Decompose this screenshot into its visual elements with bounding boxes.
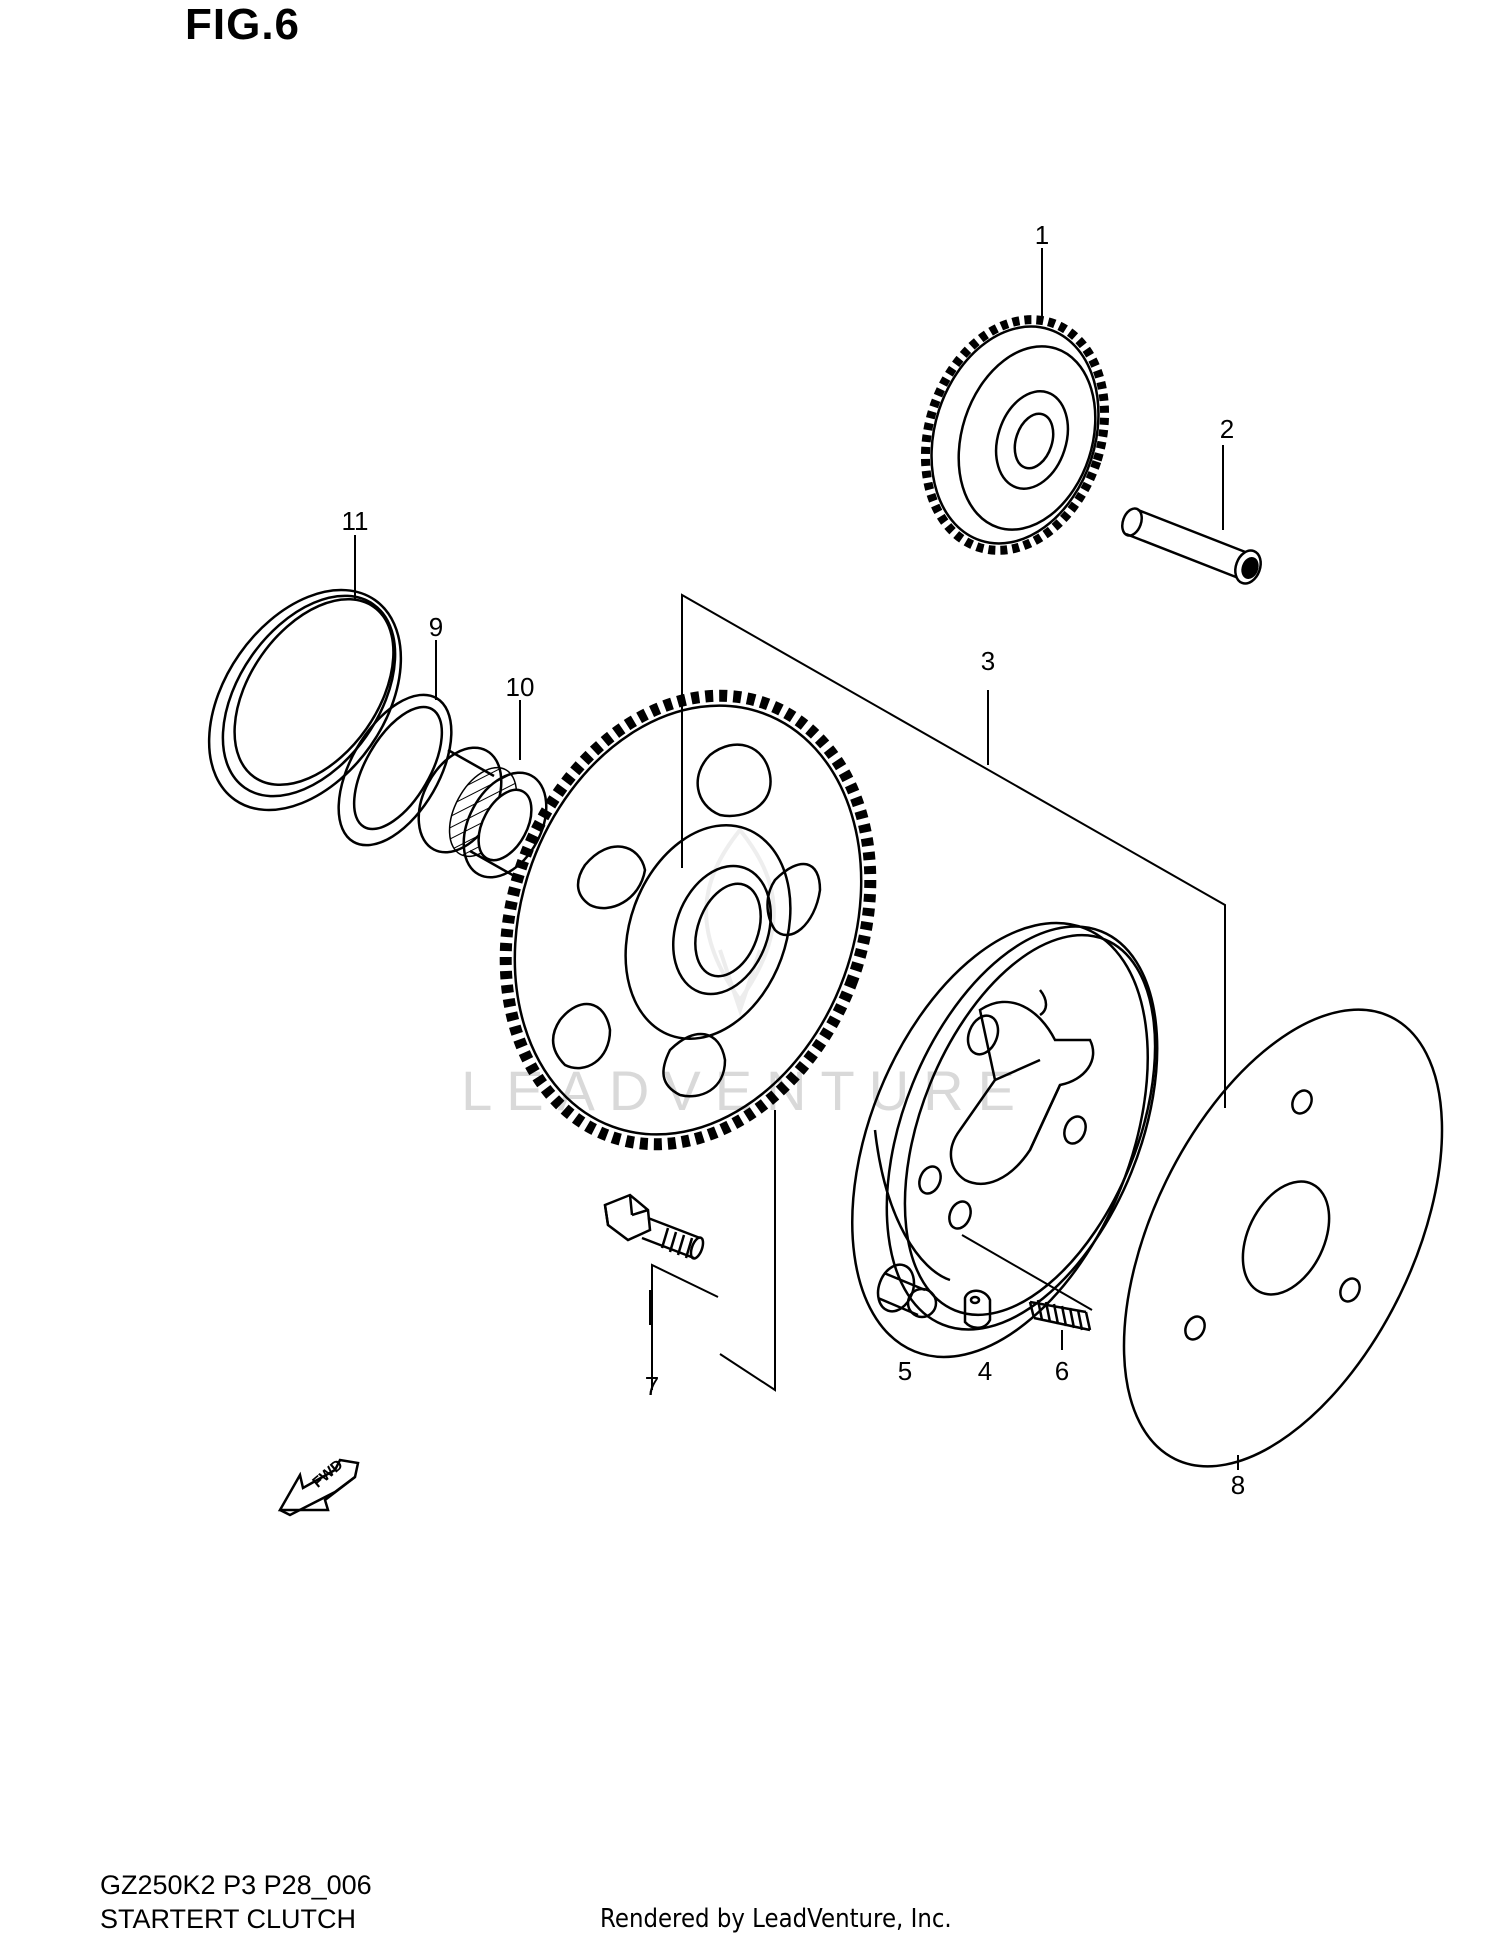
callout-10: 10 xyxy=(506,672,535,702)
callout-11: 11 xyxy=(342,506,369,536)
model-code: GZ250K2 P3 P28_006 xyxy=(100,1870,372,1900)
leader-3-bracket xyxy=(681,593,1226,1108)
callout-3: 3 xyxy=(981,646,995,676)
part-2-shaft xyxy=(1121,507,1262,585)
callout-6: 6 xyxy=(1055,1356,1069,1386)
fwd-arrow-icon: FWD xyxy=(277,1456,360,1517)
part-3-clutch-housing xyxy=(851,921,1159,1359)
callout-4: 4 xyxy=(978,1356,992,1386)
leader-lines xyxy=(354,248,1239,1470)
callout-5: 5 xyxy=(898,1356,912,1386)
callout-7: 7 xyxy=(645,1371,659,1401)
leader-cam-6 xyxy=(961,1234,1093,1311)
callout-9: 9 xyxy=(429,612,443,642)
part-1-driven-gear xyxy=(920,315,1110,555)
callout-1: 1 xyxy=(1035,220,1049,250)
callout-numbers: 1 2 3 4 5 6 7 8 9 10 11 xyxy=(342,220,1246,1500)
part-11-washer xyxy=(207,588,403,812)
leader-7-bracket xyxy=(651,1110,776,1392)
part-5-roller xyxy=(876,1263,938,1319)
part-8-plate xyxy=(1122,1008,1444,1468)
section-name: STARTERT CLUTCH xyxy=(100,1904,357,1934)
figure-title: FIG.6 xyxy=(185,0,301,49)
part-7-bolt xyxy=(603,1193,705,1260)
part-4-pin xyxy=(963,1289,992,1329)
part-10-needle-bearing xyxy=(417,746,548,879)
callout-2: 2 xyxy=(1220,414,1234,444)
callout-8: 8 xyxy=(1231,1470,1245,1500)
rendered-by-credit: Rendered by LeadVenture, Inc. xyxy=(600,1904,952,1934)
part-6-spring xyxy=(1028,1299,1092,1332)
part-3-starter-driven-gear xyxy=(499,689,877,1151)
